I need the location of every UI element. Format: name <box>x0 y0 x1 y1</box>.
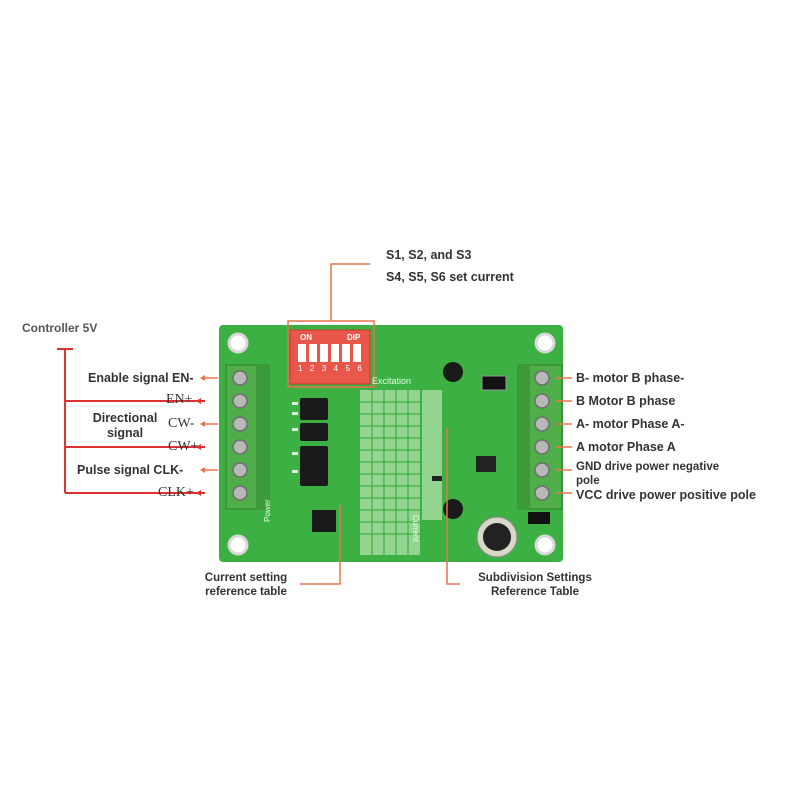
right-label-vcc: VCC drive power positive pole <box>576 488 756 502</box>
right-label-a: A motor Phase A <box>576 440 676 454</box>
directional-label-line1: Directional <box>92 411 158 425</box>
right-label-a-minus: A- motor Phase A- <box>576 417 685 431</box>
subdivision-line1: Subdivision Settings <box>478 572 592 584</box>
terminal-cw-minus: CW- <box>168 416 195 431</box>
terminal-en-plus: EN+ <box>166 392 193 407</box>
annotation-lines <box>205 263 572 585</box>
dip-dip-text: DIP <box>347 333 361 342</box>
current-setting-line1: Current setting <box>204 572 288 584</box>
pulse-signal-label: Pulse signal CLK- <box>77 463 184 477</box>
small-chip <box>312 510 336 532</box>
subdivision-line2: Reference Table <box>491 586 579 598</box>
resistor-r050 <box>481 375 507 391</box>
right-label-b: B Motor B phase <box>576 394 676 408</box>
inductor <box>443 362 463 382</box>
terminal-clk-plus: CLK+ <box>158 485 194 500</box>
dip-numbers: 1 2 3 4 5 6 <box>298 364 365 373</box>
dip-on-text: ON <box>300 333 312 342</box>
right-label-gnd-line1: GND drive power negative <box>576 461 720 473</box>
dip-switch <box>289 329 371 385</box>
pcb-current-text: Current <box>411 515 420 542</box>
enable-signal-label: Enable signal EN- <box>88 371 194 385</box>
directional-label-line2: signal <box>106 426 144 440</box>
left-terminal-block <box>225 364 270 510</box>
current-setting-line2: reference table <box>205 586 287 598</box>
mounting-holes <box>227 332 556 556</box>
right-label-b-minus: B- motor B phase- <box>576 371 685 385</box>
pcb-power-text: Power <box>263 499 272 522</box>
dip-caption-line2: S4, S5, S6 set current <box>386 270 514 284</box>
right-terminal-block <box>517 364 563 510</box>
reference-grid <box>360 390 442 555</box>
pcb-excitation-text: Excitation <box>372 376 412 386</box>
controller-5v-label: Controller 5V <box>22 321 98 335</box>
optocouplers <box>300 398 328 486</box>
signal-lines <box>57 348 205 494</box>
terminal-cw-plus: CW+ <box>168 439 199 454</box>
dip-caption-line1: S1, S2, and S3 <box>386 248 472 262</box>
right-label-gnd-line2: pole <box>576 475 600 487</box>
